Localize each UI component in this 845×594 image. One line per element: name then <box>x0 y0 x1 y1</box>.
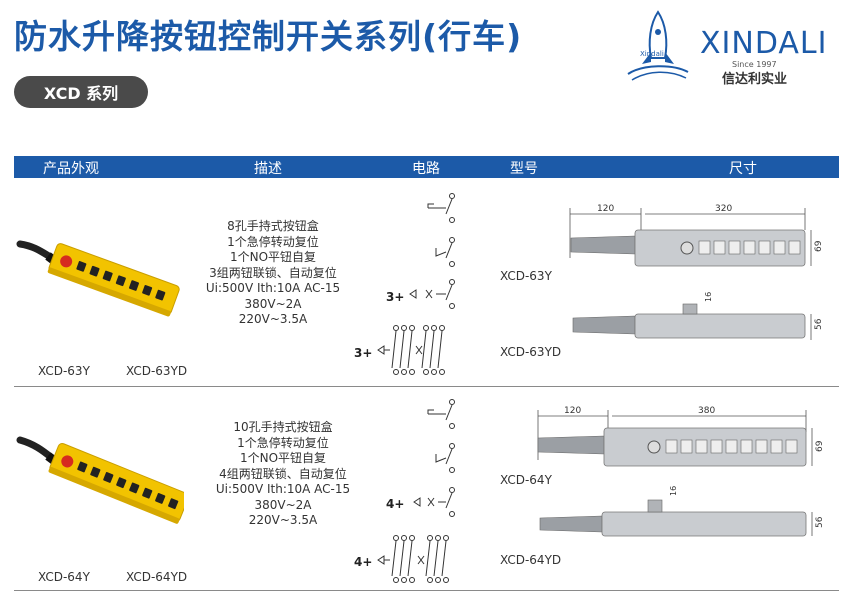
model-label-yd: XCD-63YD <box>126 364 188 378</box>
model-label-y: XCD-64Y <box>38 570 90 584</box>
brand-chinese-name: 信达利实业 <box>722 72 788 87</box>
header-dimensions: 尺寸 <box>729 161 757 177</box>
desc-line: 10孔手持式按钮盒 <box>233 420 333 434</box>
header-appearance: 产品外观 <box>43 161 99 177</box>
circuit-multiplier-lower: 3+ <box>354 346 372 360</box>
circuit-diagram: 4+ 4+ <box>354 399 455 583</box>
model-number-y: XCD-64Y <box>500 473 552 487</box>
brand-logo: Xindali XINDALI Since 1997 信达利实业 <box>618 8 838 87</box>
desc-line: 1个急停转动复位 <box>237 435 329 450</box>
dim-handle-label: 120 <box>597 204 614 214</box>
header-model: 型号 <box>510 161 538 177</box>
desc-line: 3组两钮联锁、自动复位 <box>209 265 337 280</box>
dim-handle-label: 120 <box>564 406 581 416</box>
desc-line: 380V~2A <box>244 296 302 311</box>
dimension-drawing: 120 320 69 56 16 <box>569 204 824 340</box>
desc-line: 1个急停转动复位 <box>227 234 319 249</box>
mascot-text: Xindali <box>640 50 664 58</box>
dim-depth-label: 56 <box>814 318 824 330</box>
dim-cap-label: 16 <box>669 486 678 496</box>
dim-height-label: 69 <box>815 440 825 452</box>
desc-line: 1个NO平钮自复 <box>229 250 317 264</box>
pendant-photo <box>16 436 184 524</box>
desc-line: 220V~3.5A <box>248 513 318 527</box>
dim-length-label: 380 <box>698 406 715 416</box>
desc-line: Ui:500V Ith:10A AC-15 <box>215 482 351 496</box>
model-number-yd: XCD-63YD <box>500 345 562 359</box>
dim-length-label: 320 <box>715 204 732 214</box>
model-label-y: XCD-63Y <box>38 364 90 378</box>
desc-line: 8孔手持式按钮盒 <box>227 219 319 233</box>
pendant-photo <box>16 240 180 317</box>
desc-line: Ui:500V Ith:10A AC-15 <box>205 281 341 295</box>
model-label-yd: XCD-64YD <box>126 570 188 584</box>
model-number-y: XCD-63Y <box>500 269 552 283</box>
desc-line: 220V~3.5A <box>238 312 308 326</box>
circuit-multiplier-upper: 4+ <box>386 497 404 511</box>
circuit-diagram: 3+ 3+ <box>354 193 455 375</box>
table-header: 产品外观 描述 电路 型号 尺寸 <box>14 156 839 178</box>
product-description: 8孔手持式按钮盒 1个急停转动复位 1个NO平钮自复 3组两钮联锁、自动复位 U… <box>186 219 360 328</box>
circuit-multiplier-lower: 4+ <box>354 555 372 569</box>
dimension-drawing: 120 380 69 56 16 <box>537 406 825 537</box>
dim-cap-label: 16 <box>704 292 713 302</box>
brand-since: Since 1997 <box>732 60 777 69</box>
desc-line: 380V~2A <box>254 497 312 512</box>
product-description: 10孔手持式按钮盒 1个急停转动复位 1个NO平钮自复 4组两钮联锁、自动复位 … <box>196 420 370 529</box>
rocket-mascot-icon: Xindali <box>627 10 689 81</box>
header-circuit: 电路 <box>412 161 440 177</box>
page-title: 防水升降按钮控制开关系列(行车) <box>14 17 523 56</box>
desc-line: 4组两钮联锁、自动复位 <box>219 466 347 481</box>
dim-depth-label: 56 <box>815 516 825 528</box>
dim-height-label: 69 <box>814 240 824 252</box>
brand-name: XINDALI <box>700 26 828 61</box>
series-badge: XCD 系列 <box>14 76 148 108</box>
circuit-multiplier-upper: 3+ <box>386 290 404 304</box>
desc-line: 1个NO平钮自复 <box>239 451 327 465</box>
row-divider <box>14 386 839 387</box>
model-number-yd: XCD-64YD <box>500 553 562 567</box>
row-divider <box>14 590 839 591</box>
header-description: 描述 <box>254 161 282 177</box>
